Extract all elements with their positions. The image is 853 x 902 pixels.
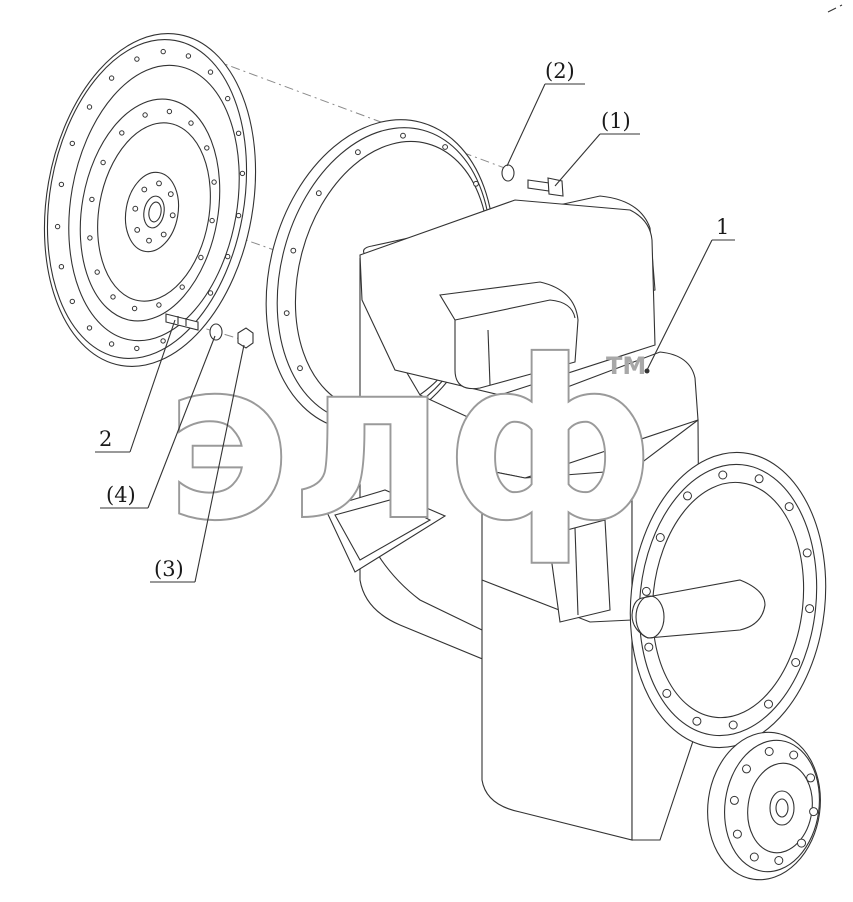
stud-2: [165, 313, 199, 331]
housing-ring-hole: [400, 132, 406, 139]
flywheel-outer-hole: [225, 253, 231, 260]
flywheel-outer-hole: [108, 341, 115, 347]
flywheel-mid-hole: [156, 302, 162, 308]
flywheel-mid-hole: [94, 269, 100, 275]
flywheel-disc: [43, 33, 257, 367]
flywheel-hub-hole: [141, 186, 148, 193]
gearbox-housing: [324, 195, 827, 881]
coupling-bolt-hole: [742, 764, 751, 774]
flywheel-mid-hole: [119, 130, 125, 136]
flange-bolt-hole: [791, 658, 801, 667]
flywheel-mid-hole: [204, 145, 210, 151]
coupling-bolt-hole: [809, 807, 819, 817]
housing-ring-hole: [283, 310, 290, 317]
flywheel-outer-hole: [69, 140, 76, 147]
flywheel-outer-hole: [207, 69, 214, 75]
flywheel-outer-hole: [134, 56, 140, 62]
flywheel-outer-hole: [160, 48, 166, 55]
callout-2-label: (2): [545, 59, 575, 83]
flywheel-mid-hole: [142, 112, 148, 118]
flange-bolt-hole: [754, 474, 764, 484]
callout-3-label: (3): [154, 557, 184, 581]
coupling-bolt-hole: [806, 773, 816, 783]
flywheel-hub-hole: [160, 231, 167, 238]
coupling-bolt-hole: [789, 750, 799, 760]
nut-3: [237, 327, 254, 349]
flywheel-outer-hole: [235, 212, 242, 219]
washer-4: [209, 323, 223, 341]
coupling-bolt-hole: [764, 747, 774, 756]
housing-ring-hole: [290, 247, 297, 254]
flywheel-hub-hole: [146, 237, 152, 244]
flywheel-mid-hole: [188, 120, 194, 126]
flywheel-mid-hole: [131, 305, 138, 312]
flange-bolt-hole: [655, 533, 665, 542]
flywheel-outer-hole: [69, 298, 76, 305]
flange-bolt-hole: [784, 502, 794, 512]
housing-ring-hole: [328, 402, 334, 408]
callout-1-label: (1): [601, 109, 631, 133]
watermark-tm: TM: [606, 352, 646, 380]
flange-bolt-hole: [692, 716, 702, 726]
flange-bolt-hole: [764, 699, 773, 709]
flange-bolt-hole: [728, 720, 738, 730]
coupling-bolt-hole: [729, 795, 739, 805]
flywheel-outer-hole: [108, 75, 115, 81]
housing-ring-hole: [297, 365, 303, 372]
flywheel-hub-hole: [134, 227, 141, 233]
flywheel-mid-hole: [89, 196, 95, 203]
flywheel-outer-hole: [58, 264, 65, 270]
flywheel-hub-hole: [169, 212, 176, 219]
flywheel-outer-hole: [185, 53, 192, 59]
flywheel-mid-hole: [166, 108, 173, 115]
flywheel-hub-hole: [132, 205, 139, 212]
housing-ring-hole: [442, 144, 449, 150]
flange-bolt-hole: [805, 604, 815, 614]
part-2-label: 2: [99, 427, 112, 451]
flywheel-hub-hole: [156, 180, 162, 187]
coupling-bolt-hole: [749, 852, 759, 862]
flange-bolt-hole: [802, 548, 812, 558]
flywheel-outer-hole: [54, 223, 61, 230]
flywheel-outer-hole: [58, 181, 65, 188]
flywheel-mid-hole: [211, 179, 217, 185]
part-1-label: 1: [716, 215, 729, 239]
flywheel-outer-hole: [239, 170, 246, 177]
flange-bolt-hole: [644, 642, 654, 652]
flywheel-outer-hole: [235, 130, 242, 137]
flywheel-outer-hole: [225, 95, 231, 102]
callout-leaders: [95, 83, 735, 583]
flange-bolt-hole: [718, 470, 728, 480]
flywheel-mid-hole: [87, 235, 93, 241]
flange-bolt-hole: [662, 688, 672, 698]
housing-ring-hole: [473, 180, 479, 187]
leader-dot: [644, 368, 650, 374]
flywheel-mid-hole: [198, 254, 204, 261]
housing-ring-hole: [315, 190, 322, 197]
flywheel-mid-hole: [179, 284, 185, 290]
flywheel-outer-hole: [86, 104, 93, 110]
watermark-logo: элф: [165, 313, 655, 569]
flywheel-mid-hole: [100, 159, 106, 166]
coupling-bolt-hole: [774, 856, 784, 865]
flywheel-mid-hole: [110, 294, 116, 300]
flywheel-outer-hole: [134, 345, 140, 352]
coupling-bolt-hole: [797, 838, 806, 848]
callout-4-label: (4): [106, 483, 136, 507]
flywheel-outer-hole: [86, 325, 93, 331]
flange-bolt-hole: [683, 491, 692, 501]
flywheel-mid-hole: [209, 217, 215, 224]
washer-2: [501, 164, 515, 182]
flange-bolt-hole: [641, 586, 651, 596]
flywheel-outer-hole: [207, 290, 214, 296]
flywheel-outer-hole: [160, 338, 166, 344]
housing-ring-hole: [355, 149, 361, 156]
flywheel-hub-hole: [167, 191, 174, 198]
bolt-1: [527, 177, 564, 197]
corner-mark: [827, 4, 843, 13]
coupling-bolt-hole: [732, 829, 742, 839]
